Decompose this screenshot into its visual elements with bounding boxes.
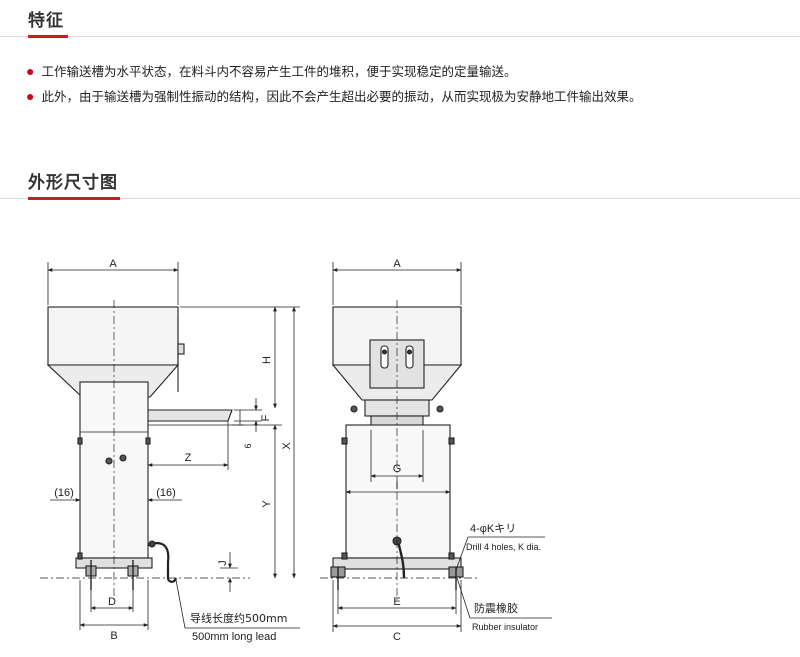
drill-note-cn: 4-φKキリ — [470, 523, 516, 535]
dimensions-divider — [0, 198, 800, 199]
lead-note-en: 500mm long lead — [192, 631, 276, 643]
feature-list: ●工作输送槽为水平状态，在料斗内不容易产生工件的堆积，便于实现稳定的定量输送。 … — [26, 59, 641, 109]
dim-a-front: A — [393, 258, 401, 270]
side-view — [40, 300, 250, 600]
dim-h: H — [261, 356, 273, 364]
rubber-note-cn: 防震橡胶 — [474, 601, 518, 615]
feature-item: ● 此外，由于输送槽为强制性振动的结构，因此不会产生超出必要的振动，从而实现极为安… — [26, 84, 641, 109]
dim-j: J — [217, 560, 229, 566]
hopper-bracket — [177, 343, 185, 355]
bullet-icon: ● — [26, 88, 35, 104]
dim-a-side: A — [109, 258, 117, 270]
hopper-top — [47, 306, 179, 366]
dim-x: X — [281, 442, 293, 450]
dim-y: Y — [261, 500, 273, 508]
features-title: 特征 — [28, 11, 64, 30]
bullet-icon: ● — [26, 63, 35, 79]
dim-16-left: (16) — [54, 487, 74, 499]
dim-f: F — [260, 414, 272, 421]
feature-text: 工作输送槽为水平状态，在料斗内不容易产生工件的堆积，便于实现稳定的定量输送。 — [41, 65, 517, 79]
dimensions-accent-bar — [28, 197, 120, 200]
dim-c: C — [393, 631, 401, 643]
dim-six: 6 — [243, 443, 253, 448]
dimensions-title: 外形尺寸图 — [28, 173, 118, 192]
lead-note-cn: 导线长度约500mm — [190, 611, 287, 625]
features-accent-bar — [28, 35, 68, 38]
trough — [145, 409, 233, 422]
dim-b: B — [110, 630, 117, 642]
dim-g: G — [393, 463, 402, 475]
dim-e: E — [393, 596, 400, 608]
feature-item: ● 工作输送槽为水平状态，在料斗内不容易产生工件的堆积，便于实现稳定的定量输送。 — [26, 59, 641, 84]
front-view — [320, 300, 480, 600]
feature-text: 此外，由于输送槽为强制性振动的结构，因此不会产生超出必要的振动，从而实现极为安静… — [41, 90, 642, 104]
lead-cable-icon — [147, 542, 178, 583]
dim-16-right: (16) — [156, 487, 176, 499]
features-divider — [0, 36, 800, 37]
dim-d: D — [108, 596, 116, 608]
dim-i: I — [395, 480, 398, 492]
dim-z: Z — [185, 452, 192, 464]
dimension-drawing: A A H F 6 X Y Z (16) (16) J D B G I E C … — [40, 258, 552, 643]
drill-note-en: Drill 4 holes, K dia. — [466, 542, 541, 552]
rubber-note-en: Rubber insulator — [472, 622, 538, 632]
